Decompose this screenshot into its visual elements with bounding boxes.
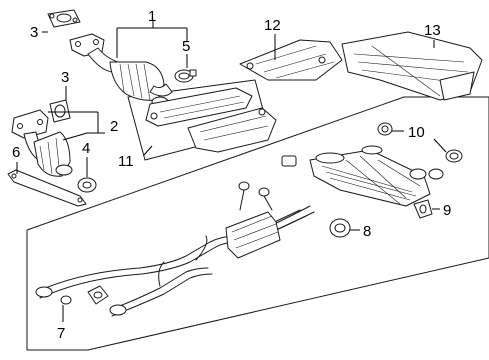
- callout-2: 2: [110, 118, 118, 135]
- left-manifold-gasket: [49, 99, 71, 123]
- isolator-8: [329, 218, 351, 238]
- muffler-assembly: [309, 145, 444, 207]
- callout-3-top: 3: [30, 24, 38, 41]
- resonator: [225, 211, 281, 259]
- heat-shield-12: [239, 39, 343, 81]
- right-catalytic-converter: [69, 33, 173, 108]
- callout-labels: 1 2 3 3 4 5 6 7 8 9 10 11 12 13: [12, 8, 451, 342]
- callout-3-left: 3: [61, 69, 69, 86]
- callout-9: 9: [443, 202, 451, 219]
- upper-manifold-gasket: [47, 9, 81, 28]
- callout-11: 11: [118, 153, 134, 170]
- heat-shield-13: [341, 31, 483, 101]
- leader-lines: [16, 20, 447, 322]
- callout-8: 8: [363, 223, 371, 240]
- callout-4: 4: [82, 140, 90, 157]
- bracket-6: [7, 169, 87, 207]
- callout-5: 5: [182, 38, 190, 55]
- clamp-5: [174, 69, 197, 83]
- hanger-isolators: [238, 149, 463, 211]
- left-catalytic-converter: [11, 109, 73, 177]
- gasket-4: [77, 177, 97, 193]
- callout-10: 10: [408, 124, 425, 141]
- pipe-flange-left: [35, 286, 127, 316]
- callout-6: 6: [12, 144, 20, 161]
- callout-7: 7: [57, 325, 65, 342]
- callout-13: 13: [424, 22, 441, 39]
- callout-1: 1: [148, 8, 156, 25]
- lower-heat-shield: [145, 87, 277, 153]
- hanger-9: [413, 199, 433, 219]
- insulator-10: [377, 122, 393, 136]
- clamp-7: [60, 285, 109, 305]
- underbody-exhaust-panel-outline: [26, 96, 489, 351]
- callout-12: 12: [264, 17, 281, 34]
